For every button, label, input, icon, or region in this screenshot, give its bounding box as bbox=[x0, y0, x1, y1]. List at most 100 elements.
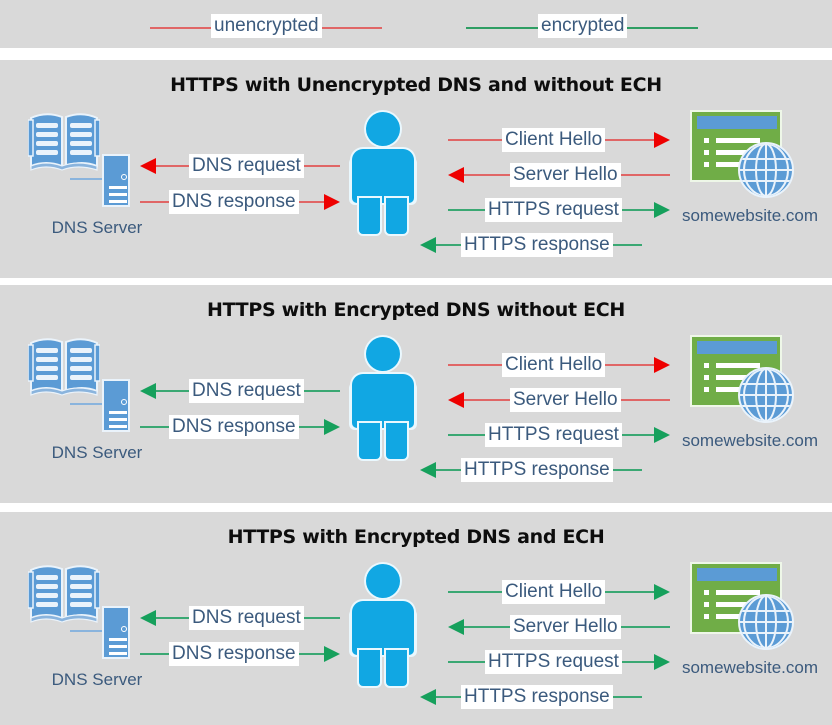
website-icon: somewebsite.com bbox=[680, 335, 820, 455]
legend-label: encrypted bbox=[538, 14, 628, 38]
gear-icon bbox=[121, 626, 127, 632]
head bbox=[366, 564, 400, 598]
website-icon: somewebsite.com bbox=[680, 110, 820, 230]
server-stripe bbox=[109, 645, 127, 648]
flow-https-request: HTTPS request bbox=[448, 650, 670, 674]
dns-server-icon: DNS Server bbox=[22, 335, 172, 467]
arrow-head-left bbox=[448, 167, 464, 183]
arrow-head-right bbox=[324, 419, 340, 435]
arrow-head-left bbox=[420, 237, 436, 253]
flow-label: Server Hello bbox=[510, 163, 621, 187]
server-tower bbox=[102, 154, 130, 207]
website-icon: somewebsite.com bbox=[680, 562, 820, 682]
flow-dns-request: DNS request bbox=[140, 154, 340, 178]
gear-icon bbox=[121, 174, 127, 180]
server-wire bbox=[70, 403, 104, 405]
dns-server-label: DNS Server bbox=[51, 443, 143, 462]
person-icon bbox=[351, 337, 415, 461]
flow-label: HTTPS request bbox=[485, 423, 622, 447]
arrow-head-left bbox=[420, 462, 436, 478]
flow-server-hello: Server Hello bbox=[448, 388, 670, 412]
flow-label: DNS request bbox=[189, 379, 304, 403]
gear-icon bbox=[121, 399, 127, 405]
flow-label: Server Hello bbox=[510, 615, 621, 639]
torso bbox=[352, 149, 414, 203]
browser-title-bar bbox=[697, 568, 777, 581]
flow-client-hello: Client Hello bbox=[448, 128, 670, 152]
server-stripe bbox=[109, 638, 127, 641]
arrow-head-left bbox=[420, 689, 436, 705]
arrow-head-left bbox=[448, 392, 464, 408]
flow-https-request: HTTPS request bbox=[448, 423, 670, 447]
list-bullet bbox=[704, 162, 709, 167]
legend-item-encrypted: encrypted bbox=[466, 0, 698, 48]
server-stripe bbox=[109, 425, 127, 428]
website-label: somewebsite.com bbox=[681, 431, 819, 450]
server-wire bbox=[70, 178, 104, 180]
legend: unencrypted encrypted bbox=[0, 0, 832, 48]
server-stripe bbox=[109, 652, 127, 655]
server-stripe bbox=[109, 200, 127, 203]
panel-title: HTTPS with Encrypted DNS and ECH bbox=[227, 526, 605, 548]
flow-label: DNS response bbox=[169, 190, 299, 214]
flow-label: HTTPS response bbox=[461, 458, 613, 482]
head bbox=[366, 337, 400, 371]
flow-label: HTTPS response bbox=[461, 233, 613, 257]
browser-title-bar bbox=[697, 116, 777, 129]
list-bullet bbox=[704, 150, 709, 155]
book-icon bbox=[27, 110, 101, 172]
panel-2: HTTPS with Encrypted DNS without ECH DNS … bbox=[0, 285, 832, 503]
leg-left bbox=[359, 198, 380, 234]
flow-label: DNS request bbox=[189, 154, 304, 178]
arrow-head-right bbox=[324, 194, 340, 210]
dns-server-icon: DNS Server bbox=[22, 110, 172, 242]
list-bullet bbox=[704, 590, 709, 595]
dns-server-label: DNS Server bbox=[51, 218, 143, 237]
flow-server-hello: Server Hello bbox=[448, 615, 670, 639]
arrow-head-left bbox=[448, 619, 464, 635]
globe-icon bbox=[738, 142, 794, 198]
person-icon bbox=[351, 564, 415, 688]
flow-label: DNS request bbox=[189, 606, 304, 630]
torso bbox=[352, 601, 414, 655]
head bbox=[366, 112, 400, 146]
torso bbox=[352, 374, 414, 428]
dns-server-label: DNS Server bbox=[51, 670, 143, 689]
arrow-head-right bbox=[654, 427, 670, 443]
list-line bbox=[716, 363, 760, 368]
website-label: somewebsite.com bbox=[681, 658, 819, 677]
server-wire bbox=[70, 630, 104, 632]
website-label: somewebsite.com bbox=[681, 206, 819, 225]
person-icon bbox=[351, 112, 415, 236]
flow-client-hello: Client Hello bbox=[448, 580, 670, 604]
arrow-head-left bbox=[140, 383, 156, 399]
leg-right bbox=[386, 423, 407, 459]
arrow-head-right bbox=[654, 654, 670, 670]
arrow-head-right bbox=[324, 646, 340, 662]
arrow-head-right bbox=[654, 132, 670, 148]
arrow-head-right bbox=[654, 202, 670, 218]
arrow-head-right bbox=[654, 357, 670, 373]
book-icon bbox=[27, 562, 101, 624]
panel-3: HTTPS with Encrypted DNS and ECH DNS Serv… bbox=[0, 512, 832, 725]
browser-title-bar bbox=[697, 341, 777, 354]
arrow-head-right bbox=[654, 584, 670, 600]
flow-dns-request: DNS request bbox=[140, 606, 340, 630]
flow-dns-response: DNS response bbox=[140, 190, 340, 214]
globe-icon bbox=[738, 594, 794, 650]
panel-title: HTTPS with Encrypted DNS without ECH bbox=[206, 299, 626, 321]
arrow-head-left bbox=[140, 158, 156, 174]
flow-label: HTTPS request bbox=[485, 650, 622, 674]
flow-label: DNS response bbox=[169, 642, 299, 666]
list-bullet bbox=[704, 387, 709, 392]
flow-label: Server Hello bbox=[510, 388, 621, 412]
arrow-head-left bbox=[140, 610, 156, 626]
server-stripe bbox=[109, 186, 127, 189]
legend-item-unencrypted: unencrypted bbox=[150, 0, 382, 48]
server-stripe bbox=[109, 418, 127, 421]
flow-server-hello: Server Hello bbox=[448, 163, 670, 187]
server-tower bbox=[102, 379, 130, 432]
flow-label: HTTPS response bbox=[461, 685, 613, 709]
list-line bbox=[716, 138, 760, 143]
flow-label: Client Hello bbox=[502, 580, 606, 604]
